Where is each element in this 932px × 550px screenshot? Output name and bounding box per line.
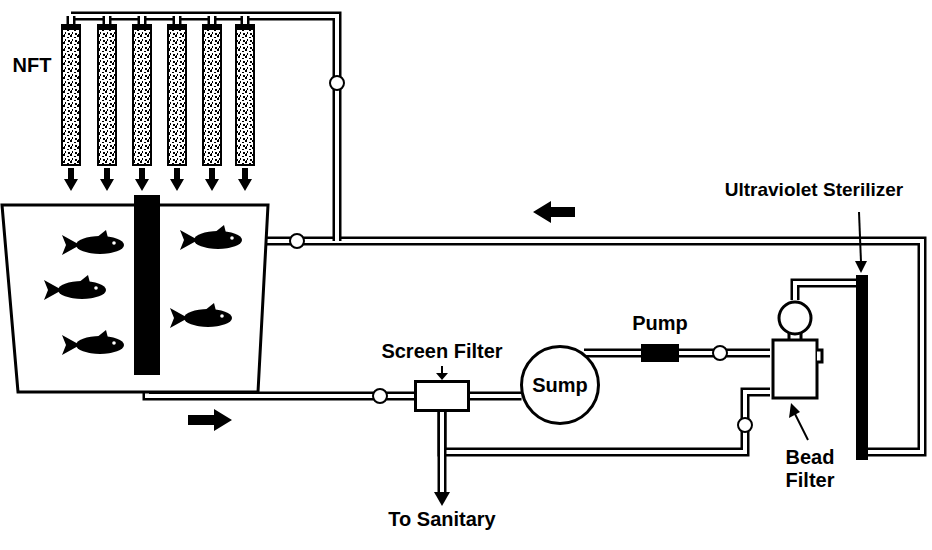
pipe-connector xyxy=(584,353,641,354)
node-label: Ultraviolet Sterilizer xyxy=(700,180,928,201)
drip-arrow xyxy=(135,168,149,191)
channel-cap xyxy=(235,24,255,30)
leader-arrows xyxy=(436,212,867,440)
part-label: To Sanitary xyxy=(372,508,512,530)
bead-node: Bead Filter xyxy=(770,300,820,400)
node-shape xyxy=(770,300,820,400)
screen-node: Screen Filter xyxy=(382,340,502,412)
channel-cap xyxy=(167,24,187,30)
part-label: NFT xyxy=(4,54,60,76)
node-label: Pump xyxy=(610,312,710,334)
drip-arrow xyxy=(100,168,114,191)
sump-node: Sump xyxy=(520,345,600,425)
node-label: Screen Filter xyxy=(362,340,522,362)
uv-node: Ultraviolet Sterilizer xyxy=(700,180,928,460)
nft-channel xyxy=(98,26,116,165)
drip-arrow xyxy=(64,168,78,191)
pipe-connector xyxy=(442,392,770,452)
drain-arrow xyxy=(434,492,450,506)
drip-arrow xyxy=(238,168,252,191)
flow-arrow xyxy=(188,409,232,431)
fish xyxy=(44,225,242,355)
nft-channel xyxy=(133,26,151,165)
node-shape xyxy=(641,344,679,362)
flow-arrow xyxy=(533,201,575,223)
node-label: Sump xyxy=(532,374,588,396)
channel-cap xyxy=(61,24,81,30)
node-shape xyxy=(414,380,470,412)
nft-channel xyxy=(236,26,254,165)
pipe xyxy=(262,241,922,452)
pump-node: Pump xyxy=(610,318,710,362)
standpipe xyxy=(134,195,160,375)
pipe xyxy=(442,412,443,492)
nft-channel xyxy=(62,26,80,165)
drip-arrow xyxy=(205,168,219,191)
nft-channel xyxy=(203,26,221,165)
node-label: Bead Filter xyxy=(770,446,850,492)
pipe-connector xyxy=(795,283,856,300)
pipe-connector xyxy=(470,396,522,397)
node-shape xyxy=(856,275,868,460)
nft-channels xyxy=(61,24,255,191)
nft-channel xyxy=(168,26,186,165)
drip-arrow xyxy=(170,168,184,191)
valves xyxy=(290,76,752,432)
channel-cap xyxy=(202,24,222,30)
bead-filter-outline xyxy=(770,300,820,400)
channel-cap xyxy=(132,24,152,30)
channel-cap xyxy=(97,24,117,30)
